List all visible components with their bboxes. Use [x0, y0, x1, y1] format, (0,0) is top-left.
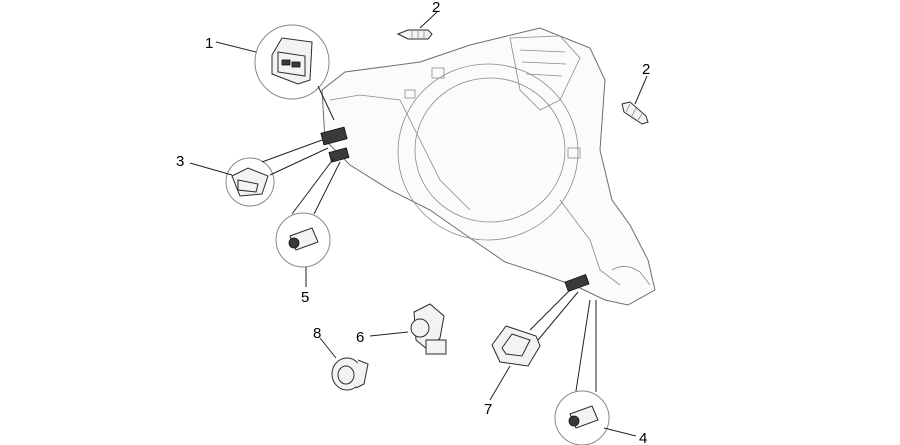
leader-line-7b [529, 289, 571, 331]
leader-line-6 [369, 331, 409, 337]
leader-line-3b [261, 139, 323, 163]
callout-label-2-top: 2 [432, 0, 440, 16]
leader-line-1 [215, 41, 257, 53]
switch-slot-upper [320, 126, 348, 146]
part-2-screw-top [396, 29, 433, 40]
leader-line-7 [489, 365, 511, 401]
part-1-switch-bubble [254, 24, 330, 100]
part-5-connector-bubble [275, 212, 331, 268]
part-6-connector [410, 303, 447, 355]
part-3-switch-bubble [225, 157, 275, 207]
leader-line-8 [319, 337, 337, 359]
handlebar-cover-body [321, 27, 656, 306]
leader-line-5c [313, 161, 341, 215]
callout-label-1: 1 [205, 35, 213, 52]
part-4-connector-bubble [554, 390, 610, 445]
leader-line-4b [575, 299, 591, 392]
part-7-bezel [491, 325, 541, 367]
leader-line-2b [634, 75, 648, 105]
callout-label-8: 8 [313, 325, 321, 342]
part-8-ring [331, 357, 369, 391]
part-2-screw-right [621, 101, 649, 125]
leader-line-2a [419, 11, 438, 29]
callout-label-2-right: 2 [642, 61, 650, 78]
leader-line-7c [537, 291, 579, 341]
leader-line-5b [291, 157, 335, 215]
callout-label-6: 6 [356, 329, 364, 346]
leader-line-3c [269, 147, 329, 176]
callout-label-4: 4 [639, 430, 647, 445]
callout-label-7: 7 [484, 401, 492, 418]
callout-label-3: 3 [176, 153, 184, 170]
switch-slot-right [564, 274, 590, 292]
leader-line-3 [189, 162, 233, 176]
leader-line-1b [317, 85, 335, 121]
leader-line-4 [603, 427, 637, 437]
callout-label-5: 5 [301, 289, 309, 306]
